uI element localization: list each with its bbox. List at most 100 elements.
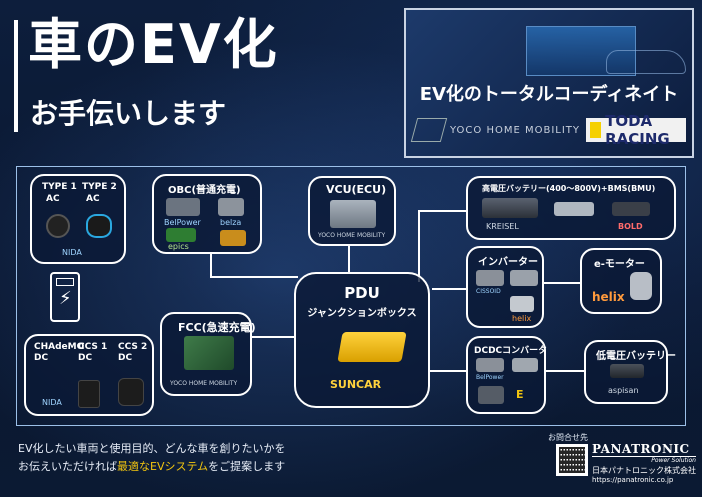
inverter-product-1 <box>476 270 504 286</box>
connector-obc-pdu <box>210 252 212 278</box>
connector-inverter <box>432 288 468 290</box>
inverter-product-3 <box>510 296 534 312</box>
vcu-title: VCU(ECU) <box>326 183 387 196</box>
dc-chademo-label: CHAdeMO <box>34 342 85 352</box>
company-brand: PANATRONIC Power Solution 日本パナトロニック株式会社 … <box>592 442 696 484</box>
inverter-title: インバーター <box>478 257 538 268</box>
vcu-logo: YOCO HOME MOBILITY <box>318 232 386 239</box>
obc-logo-2: belza <box>220 218 242 227</box>
inverter-logo-1: CISSOID <box>476 288 501 295</box>
connector-emotor <box>544 282 580 284</box>
toda-logo: TODA RACING <box>586 112 687 148</box>
pdu-title: PDU <box>344 284 380 302</box>
battery-logo-3: BOLD <box>618 222 643 231</box>
car-image <box>606 50 686 74</box>
lv-battery-product <box>610 364 644 378</box>
ccs1-plug-icon <box>78 380 100 408</box>
yoco-logo-icon <box>410 118 448 142</box>
dc-charger-box: CHAdeMO CCS 1 CCS 2 DC DC DC NIDA <box>24 334 154 416</box>
connector-battery-v <box>418 210 420 282</box>
vcu-product <box>330 200 376 228</box>
obc-title: OBC(普通充電) <box>168 185 241 196</box>
battery-box: 高電圧バッテリー(400～800V)+BMS(BMU) KREISEL BOLD <box>466 176 676 240</box>
bolt-icon: ⚡ <box>59 288 72 309</box>
obc-logo-1: BelPower <box>164 218 201 227</box>
ac-type1-label: TYPE 1 <box>42 182 77 192</box>
hero-caption: EV化のトータルコーディネイト <box>419 84 679 105</box>
type1-plug-icon <box>46 214 70 238</box>
fcc-box: FCC(急速充電) YOCO HOME MOBILITY <box>160 312 256 396</box>
headline-main: 車のEV化 <box>28 13 279 76</box>
ac-type2-sub: AC <box>86 194 100 204</box>
connector-vcu-pdu <box>348 244 350 274</box>
battery-title: 高電圧バッテリー(400～800V)+BMS(BMU) <box>482 184 656 193</box>
ev-charger-icon: ⚡ <box>50 272 80 322</box>
charger-screen <box>56 278 74 286</box>
lv-battery-logo: aspisan <box>608 386 639 395</box>
emotor-product <box>630 272 652 300</box>
headline-sub: お手伝いします <box>30 97 227 130</box>
fcc-product <box>184 336 234 370</box>
footer-line2-highlight: 最適なEVシステム <box>117 460 209 473</box>
qr-code-icon[interactable] <box>556 444 588 476</box>
obc-product-3 <box>166 228 196 242</box>
pdu-product <box>337 332 407 362</box>
obc-box: OBC(普通充電) BelPower belza epics <box>152 174 262 254</box>
ac-brand-logo: NIDA <box>62 248 82 257</box>
pdu-logo: SUNCAR <box>330 378 382 391</box>
footer-line1: EV化したい車両と使用目的、どんな車を創りたいかを <box>18 442 286 455</box>
dcdc-product-1 <box>476 358 504 372</box>
emotor-title: e-モーター <box>594 259 645 270</box>
dcdc-logo-1: BelPower <box>476 374 504 381</box>
inverter-logo-3: helix <box>512 314 532 323</box>
company-url[interactable]: https://panatronic.co.jp <box>592 476 674 484</box>
company-name: 日本パナトロニック株式会社 <box>592 466 696 475</box>
dc-ccs1-sub: DC <box>78 353 93 363</box>
fcc-title: FCC(急速充電) <box>178 321 256 334</box>
obc-product-4 <box>220 230 246 246</box>
dc-ccs1-label: CCS 1 <box>78 342 108 352</box>
obc-logo-3: epics <box>168 242 189 251</box>
ac-charger-box: TYPE 1 TYPE 2 AC AC NIDA <box>30 174 126 264</box>
brand-tagline: Power Solution <box>651 457 696 464</box>
dc-brand-logo: NIDA <box>42 398 62 407</box>
dcdc-logo-4: E <box>516 388 524 401</box>
ccs2-plug-icon <box>118 378 144 406</box>
obc-product-1 <box>166 198 200 216</box>
type2-plug-icon <box>86 214 112 238</box>
emotor-box: e-モーター helix <box>580 248 662 314</box>
dc-ccs2-sub: DC <box>118 353 133 363</box>
inverter-box: インバーター CISSOID helix <box>466 246 544 328</box>
emotor-logo: helix <box>592 290 625 304</box>
title-accent-bar <box>14 20 18 132</box>
vcu-box: VCU(ECU) YOCO HOME MOBILITY <box>308 176 396 246</box>
ac-type1-sub: AC <box>46 194 60 204</box>
inverter-product-2 <box>510 270 538 286</box>
connector-battery-h <box>418 210 468 212</box>
dcdc-product-3 <box>478 386 504 404</box>
dc-chademo-sub: DC <box>34 353 49 363</box>
dcdc-title: DCDCコンバータ <box>474 346 548 356</box>
hero-photo: EV化のトータルコーディネイト YOCO HOME MOBILITY TODA … <box>404 8 694 158</box>
connector-fcc-pdu <box>250 336 294 338</box>
dcdc-product-2 <box>512 358 538 372</box>
footer-line2-post: をご提案します <box>208 460 286 473</box>
battery-logo-1: KREISEL <box>486 222 519 231</box>
dc-ccs2-label: CCS 2 <box>118 342 148 352</box>
partner1-name: YOCO HOME MOBILITY <box>450 124 581 136</box>
toda-square-icon <box>590 122 602 138</box>
pdu-subtitle: ジャンクションボックス <box>307 308 417 319</box>
connector-obc-pdu-h <box>210 276 298 278</box>
battery-product-2 <box>554 202 594 216</box>
footer-message: EV化したい車両と使用目的、どんな車を創りたいかを お伝えいただければ最適なEV… <box>18 440 285 476</box>
fcc-logo: YOCO HOME MOBILITY <box>170 380 238 387</box>
footer-line2: お伝えいただければ最適なEVシステムをご提案します <box>18 458 285 476</box>
contact-label: お問合せ先 <box>548 433 588 442</box>
partner2-name: TODA RACING <box>605 112 670 148</box>
connector-dcdc <box>430 370 468 372</box>
footer-line2-pre: お伝えいただければ <box>18 460 117 473</box>
lv-battery-box: 低電圧バッテリー aspisan <box>584 340 676 404</box>
battery-product-3 <box>612 202 650 216</box>
obc-product-2 <box>218 198 244 216</box>
system-diagram <box>16 166 686 426</box>
